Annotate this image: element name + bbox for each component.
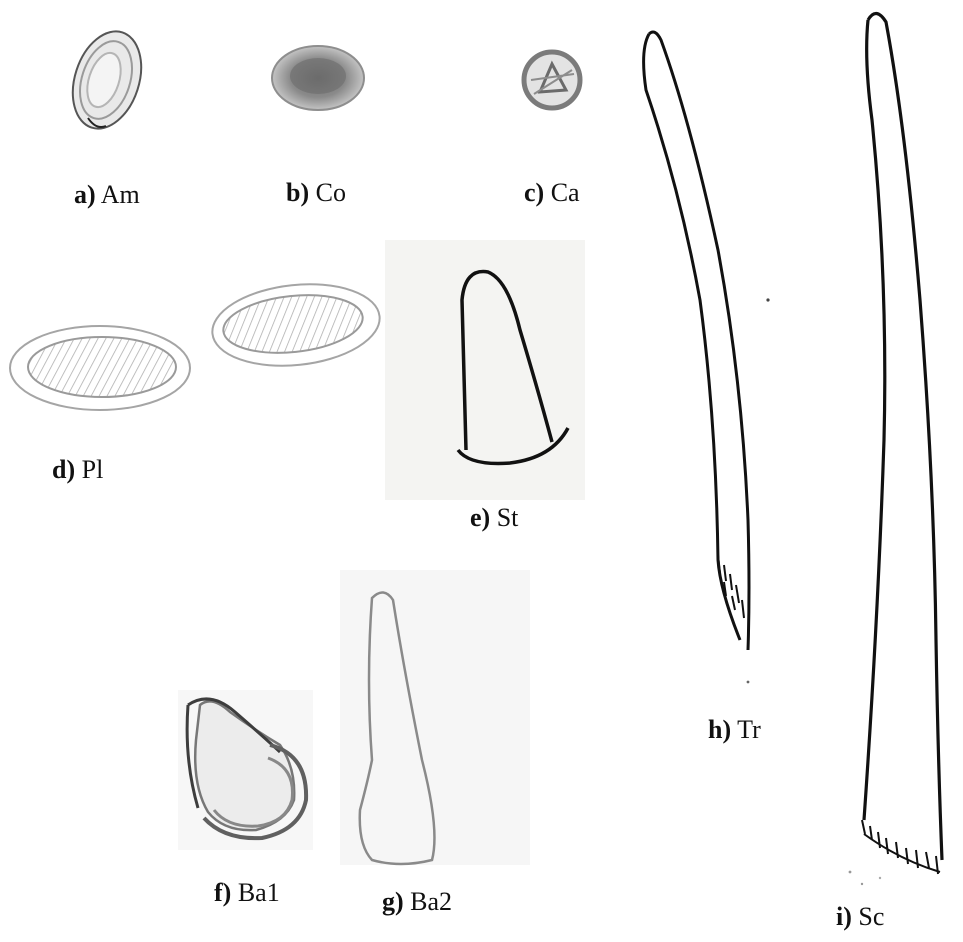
sketch-sc: [849, 13, 942, 885]
sketch-ca: [524, 52, 580, 108]
label-ba2: g) Ba2: [382, 887, 452, 917]
sketch-tr: [644, 32, 749, 650]
label-am: a) Am: [74, 180, 140, 210]
label-ba1: f) Ba1: [214, 878, 280, 908]
sketch-pl: [10, 276, 384, 410]
sketch-st: [385, 240, 585, 500]
speck: [747, 681, 750, 684]
label-sc: i) Sc: [836, 902, 884, 932]
label-st: e) St: [470, 503, 518, 533]
label-ca: c) Ca: [524, 178, 580, 208]
sketch-am: [61, 23, 153, 138]
label-tr: h) Tr: [708, 715, 761, 745]
label-pl: d) Pl: [52, 455, 103, 485]
label-co: b) Co: [286, 178, 346, 208]
sketch-co: [272, 46, 364, 110]
sketch-ba2: [340, 570, 530, 865]
speck: [766, 298, 769, 301]
sketch-ba1: [178, 690, 313, 850]
